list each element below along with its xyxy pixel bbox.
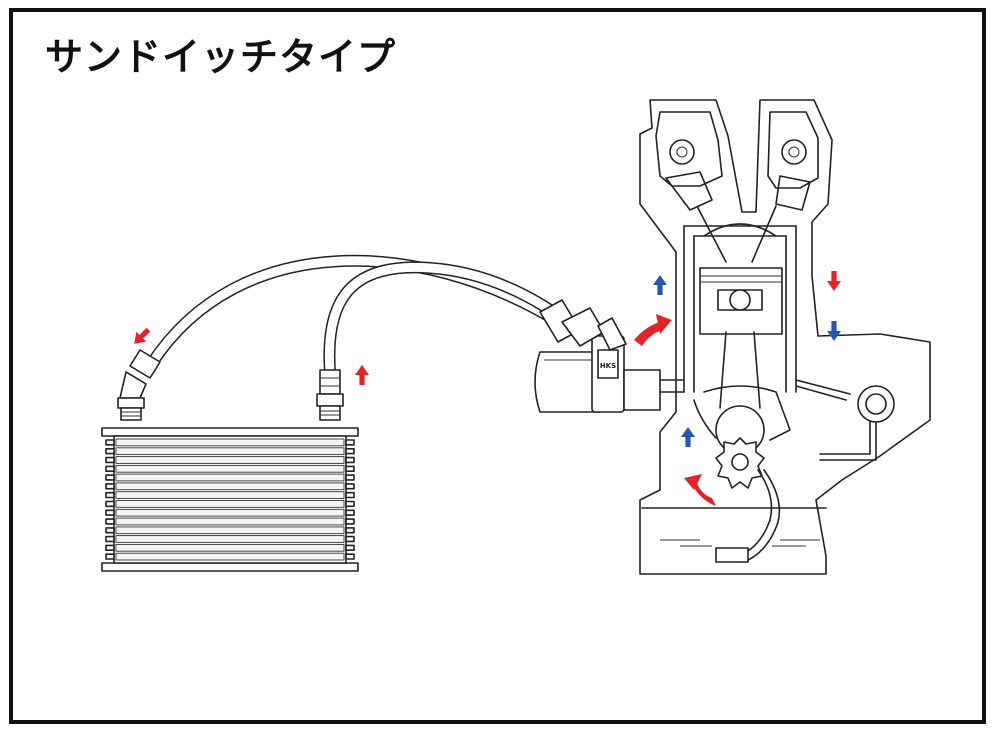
cooler-tank-segment [105, 491, 115, 499]
engine-block [639, 99, 931, 575]
cooler-fitting-right [316, 369, 344, 421]
cooler-tank-segment [345, 518, 355, 525]
cooler-fin-row [115, 447, 345, 456]
cooler-fin-row [115, 473, 345, 482]
cooler-fin-row [115, 517, 345, 526]
cooler-tank-segment [345, 500, 355, 508]
cooler-tank-segment [345, 535, 355, 543]
cooler-tank-segment [105, 518, 115, 525]
cooler-tank-segment [105, 474, 115, 481]
cooler-tank-segment [105, 465, 115, 472]
cooler-tank-segment [345, 527, 355, 534]
cooler-fin-row [115, 526, 345, 535]
cooler-tank-segment [105, 553, 115, 560]
cooler-tank-segment [345, 465, 355, 472]
cooler-fin-row [115, 535, 345, 543]
cooler-tank-segment [105, 439, 115, 446]
oil-hose-outlet [146, 254, 558, 369]
cooler-fin-row [115, 508, 345, 517]
arrow-icon [355, 365, 369, 385]
oil-hose-inlet [323, 261, 584, 378]
cooler-fin-row [115, 500, 345, 508]
cooler-fitting-left [117, 349, 161, 421]
cooler-tank-segment [105, 447, 115, 455]
cooler-fin-row [115, 438, 345, 447]
sandwich-block: HKS [591, 335, 661, 413]
cooler-tank-segment [105, 544, 115, 552]
cooler-tank-segment [345, 553, 355, 560]
cooler-fin-row [115, 482, 345, 491]
cooler-tank-segment [345, 447, 355, 455]
cooler-tank-segment [105, 509, 115, 516]
cooler-tank-segment [105, 500, 115, 508]
cooler-fin-row [115, 543, 345, 552]
cooler-tank-segment [345, 456, 355, 464]
arrow-icon [634, 314, 672, 346]
arrow-icon [827, 271, 841, 291]
brand-label: HKS [600, 362, 616, 370]
arrow-icon [653, 275, 667, 295]
oil-cooler [101, 427, 359, 572]
cooler-fin-row [115, 491, 345, 499]
page-title: サンドイッチタイプ [45, 35, 397, 79]
cooler-tank-segment [105, 535, 115, 543]
arrow-icon [129, 324, 154, 349]
cooler-fin-row [115, 552, 345, 561]
cooler-tank-segment [345, 474, 355, 481]
cooler-tank-segment [345, 509, 355, 516]
cooler-fin-row [115, 456, 345, 464]
cooler-tank-segment [105, 456, 115, 464]
cooler-tank-segment [345, 491, 355, 499]
block-fitting-upper [539, 299, 605, 347]
block-fitting-lower [597, 317, 627, 351]
cooler-tank-segment [105, 527, 115, 534]
arrow-icon [684, 474, 716, 506]
cooler-tank-segment [345, 544, 355, 552]
oil-filter [534, 351, 601, 413]
cooler-tank-segment [345, 439, 355, 446]
cooler-fin-row [115, 464, 345, 473]
cooler-tank-segment [105, 483, 115, 490]
turbo [857, 385, 895, 423]
flow-arrows [129, 271, 841, 506]
cooler-tank-segment [345, 483, 355, 490]
